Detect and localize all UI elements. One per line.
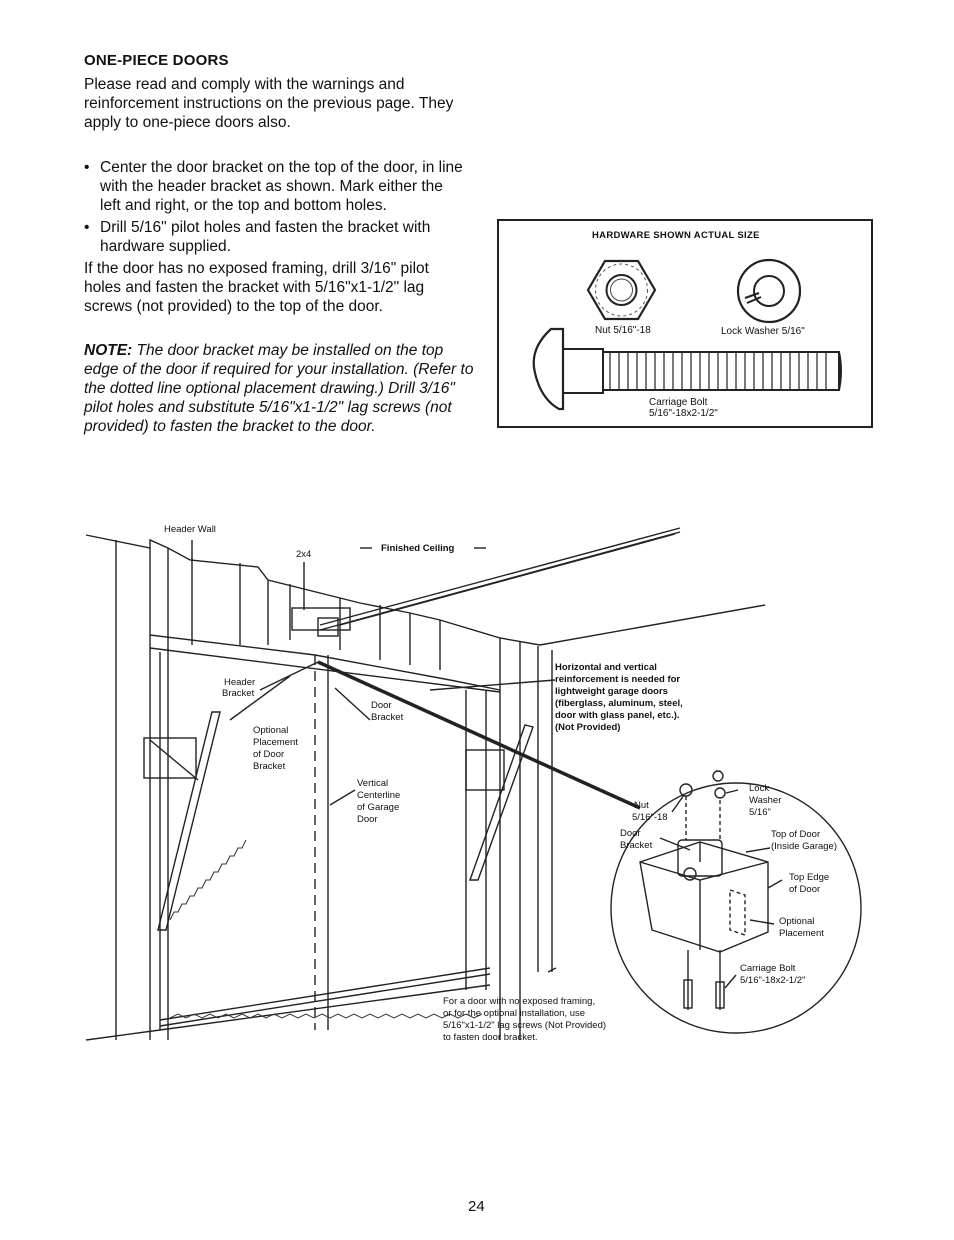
detail-nut-line1: Nut [634, 800, 649, 811]
hardware-box-title: HARDWARE SHOWN ACTUAL SIZE [592, 230, 760, 241]
bullet-glyph: • [84, 159, 90, 176]
no-framing-note-line3: 5/16"x1-1/2" lag screws (Not Provided) [443, 1020, 607, 1031]
bullet-item-center-bracket: • Center the door bracket on the top of … [84, 158, 464, 215]
page-heading: ONE-PIECE DOORS [84, 52, 229, 69]
bullet-text: Center the door bracket on the top of th… [100, 159, 463, 214]
label-door-bracket-line1: Door [371, 700, 392, 711]
label-header-wall: Header Wall [164, 524, 216, 535]
lock-washer-icon [736, 258, 802, 324]
label-vertical-centerline-line3: of Garage [357, 802, 400, 813]
label-optional-line2: Placement [253, 737, 298, 748]
hardware-illustration [532, 258, 842, 411]
nut-size-label: Nut 5/16"-18 [595, 325, 651, 336]
detail-optional-line1: Optional [779, 916, 815, 927]
carriage-bolt-label: Carriage Bolt [649, 397, 708, 408]
lock-washer-size-label: Lock Washer 5/16" [721, 326, 805, 337]
detail-carriage-bolt-line2: 5/16"-18x2-1/2" [740, 975, 806, 986]
detail-top-edge-line1: Top Edge [789, 872, 830, 883]
note-label: NOTE: [84, 342, 133, 359]
reinforcement-note-line6: (Not Provided) [555, 722, 621, 733]
carriage-bolt-size-label: 5/16"-18x2-1/2" [649, 408, 718, 419]
detail-optional-line2: Placement [779, 928, 824, 939]
label-vertical-centerline-line2: Centerline [357, 790, 401, 801]
reinforcement-note-line1: Horizontal and vertical [555, 662, 657, 673]
detail-lock-washer-line1: Lock [749, 783, 770, 794]
reinforcement-note-line3: lightweight garage doors [555, 686, 668, 697]
detail-top-edge-line2: of Door [789, 884, 821, 895]
bullet-glyph: • [84, 219, 90, 236]
detail-top-of-door-line1: Top of Door [771, 829, 821, 840]
detail-door-bracket-line1: Door [620, 828, 641, 839]
reinforcement-note-line5: door with glass panel, etc.). [555, 710, 680, 721]
detail-lock-washer-line3: 5/16" [749, 807, 771, 818]
label-optional-line3: of Door [253, 749, 285, 760]
page-number: 24 [468, 1198, 485, 1215]
no-framing-note-line1: For a door with no exposed framing, [443, 996, 596, 1007]
bullet-text: Drill 5/16" pilot holes and fasten the b… [100, 219, 431, 255]
note-paragraph: NOTE: The door bracket may be installed … [84, 341, 479, 436]
detail-lock-washer-line2: Washer [749, 795, 782, 806]
reinforcement-note-line2: reinforcement is needed for [555, 674, 681, 685]
detail-door-bracket-line2: Bracket [620, 840, 653, 851]
detail-top-of-door-line2: (Inside Garage) [771, 841, 838, 852]
label-vertical-centerline-line1: Vertical [357, 778, 389, 789]
carriage-bolt-icon [532, 327, 842, 411]
label-optional-line4: Bracket [253, 761, 286, 772]
label-door-bracket-line2: Bracket [371, 712, 404, 723]
note-text: The door bracket may be installed on the… [84, 342, 474, 435]
label-2x4: 2x4 [296, 549, 312, 560]
detail-nut-line2: 5/16"-18 [632, 812, 668, 823]
no-framing-note-line2: or for the optional installation, use [443, 1008, 586, 1019]
no-framing-note-line4: to fasten door bracket. [443, 1032, 538, 1043]
nut-icon [586, 259, 657, 321]
label-finished-ceiling: Finished Ceiling [381, 543, 455, 554]
label-optional-line1: Optional [253, 725, 289, 736]
exposed-framing-paragraph: If the door has no exposed framing, dril… [84, 260, 429, 315]
label-header-bracket-line2: Bracket [222, 688, 255, 699]
bullet-item-drill-holes: • Drill 5/16" pilot holes and fasten the… [84, 218, 464, 256]
label-vertical-centerline-line4: Door [357, 814, 378, 825]
hardware-actual-size-box: HARDWARE SHOWN ACTUAL SIZE [497, 219, 873, 428]
intro-paragraph: Please read and comply with the warnings… [84, 76, 454, 131]
reinforcement-note-line4: (fiberglass, aluminum, steel, [555, 698, 683, 709]
detail-carriage-bolt-line1: Carriage Bolt [740, 963, 796, 974]
label-header-bracket-line1: Header [224, 677, 256, 688]
